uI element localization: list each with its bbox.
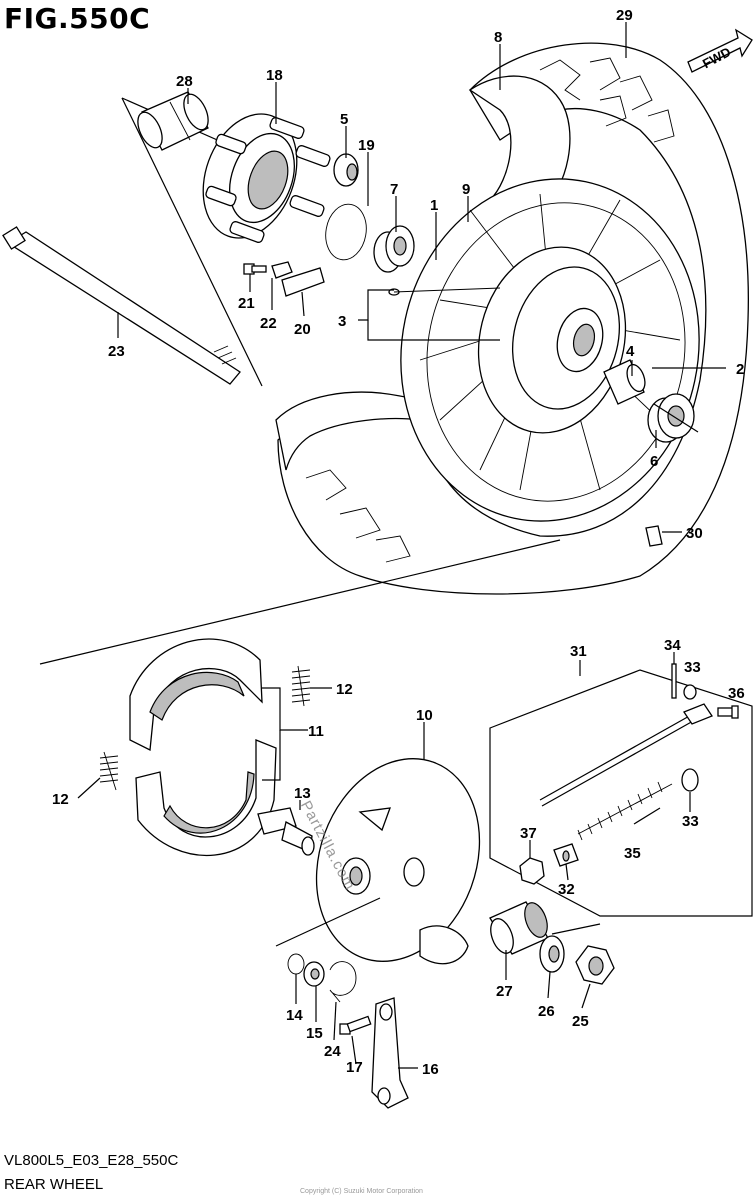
lever-outline xyxy=(275,897,381,947)
o-ring xyxy=(325,203,367,261)
callout-labels: 29 8 28 18 5 19 7 9 1 21 22 20 3 23 4 2 … xyxy=(52,7,745,1078)
fwd-arrow-icon: FWD xyxy=(687,28,753,73)
callout-4: 4 xyxy=(626,343,635,360)
brake-shoe-lower xyxy=(135,739,277,857)
brake-rod xyxy=(539,703,713,807)
callout-35: 35 xyxy=(624,845,641,862)
callout-14: 14 xyxy=(286,1007,303,1024)
axle-nut xyxy=(575,945,615,985)
leader-lines xyxy=(77,22,726,1069)
copyright-note: Copyright (C) Suzuki Motor Corporation xyxy=(300,1188,423,1195)
callout-32: 32 xyxy=(558,881,575,898)
callout-33-top: 33 xyxy=(684,659,701,676)
brake-rod-group xyxy=(489,669,753,917)
spacer xyxy=(137,91,209,151)
brake-cam xyxy=(257,807,315,856)
callout-18: 18 xyxy=(266,67,283,84)
callout-25: 25 xyxy=(572,1013,589,1030)
callout-8: 8 xyxy=(494,29,502,46)
callout-11: 11 xyxy=(308,723,324,740)
callout-30: 30 xyxy=(686,525,703,542)
brake-panel xyxy=(315,758,481,965)
callout-12-lower: 12 xyxy=(52,791,69,808)
callout-5: 5 xyxy=(340,111,348,128)
damper xyxy=(271,261,293,279)
callout-29: 29 xyxy=(616,7,633,24)
callout-34: 34 xyxy=(664,637,681,654)
callout-16: 16 xyxy=(422,1061,439,1078)
shoe-spring-lower xyxy=(99,751,119,791)
callout-17: 17 xyxy=(346,1059,363,1076)
rod-spring xyxy=(577,781,673,841)
rear-axle xyxy=(2,226,241,385)
cam-washer xyxy=(303,961,325,987)
wheel-hub xyxy=(477,246,627,434)
callout-9: 9 xyxy=(462,181,470,198)
sprocket-drum xyxy=(202,113,331,243)
callout-24: 24 xyxy=(324,1043,341,1060)
callout-7: 7 xyxy=(390,181,398,198)
clevis-pin xyxy=(717,705,739,719)
callout-33-lower: 33 xyxy=(682,813,699,830)
callout-1: 1 xyxy=(430,197,438,214)
callout-15: 15 xyxy=(306,1025,323,1042)
drum-bolt xyxy=(243,263,267,275)
valve-cap xyxy=(645,525,663,547)
axle-washer xyxy=(539,935,565,973)
callout-3: 3 xyxy=(338,313,346,330)
callout-22: 22 xyxy=(260,315,277,332)
lever-bolt xyxy=(339,1015,372,1035)
rod-washer-top xyxy=(683,684,697,700)
oil-seal xyxy=(333,153,359,187)
brake-cam-lever xyxy=(371,997,409,1109)
cotter-pin xyxy=(671,663,677,699)
figure-title: FIG.550C xyxy=(4,2,151,35)
callout-10: 10 xyxy=(416,707,433,724)
fwd-label: FWD xyxy=(700,44,733,71)
retainer xyxy=(281,267,325,297)
bearing-left xyxy=(373,225,415,273)
callout-37: 37 xyxy=(520,825,537,842)
brake-shoe-upper xyxy=(129,638,263,752)
figure-name: REAR WHEEL xyxy=(4,1176,104,1193)
rod-joint xyxy=(553,843,579,867)
axle-spacer xyxy=(489,901,549,955)
callout-36: 36 xyxy=(728,685,745,702)
inner-tube xyxy=(468,75,571,211)
figure-code: VL800L5_E03_E28_550C xyxy=(4,1152,179,1169)
shoe-spring-upper xyxy=(291,665,311,707)
indicator-plate xyxy=(329,961,357,1003)
callout-13: 13 xyxy=(294,785,311,802)
rod-nut xyxy=(519,857,545,885)
brake-outline xyxy=(39,539,561,665)
callout-2: 2 xyxy=(736,361,744,378)
callout-31: 31 xyxy=(570,643,587,660)
callout-21: 21 xyxy=(238,295,255,312)
callout-27: 27 xyxy=(496,983,513,1000)
callout-23: 23 xyxy=(108,343,125,360)
callout-19: 19 xyxy=(358,137,375,154)
callout-28: 28 xyxy=(176,73,193,90)
cam-seal xyxy=(287,953,305,975)
rod-washer xyxy=(681,768,699,792)
callout-12-upper: 12 xyxy=(336,681,353,698)
callout-26: 26 xyxy=(538,1003,555,1020)
callout-20: 20 xyxy=(294,321,311,338)
rear-tire xyxy=(277,42,749,595)
callout-6: 6 xyxy=(650,453,658,470)
